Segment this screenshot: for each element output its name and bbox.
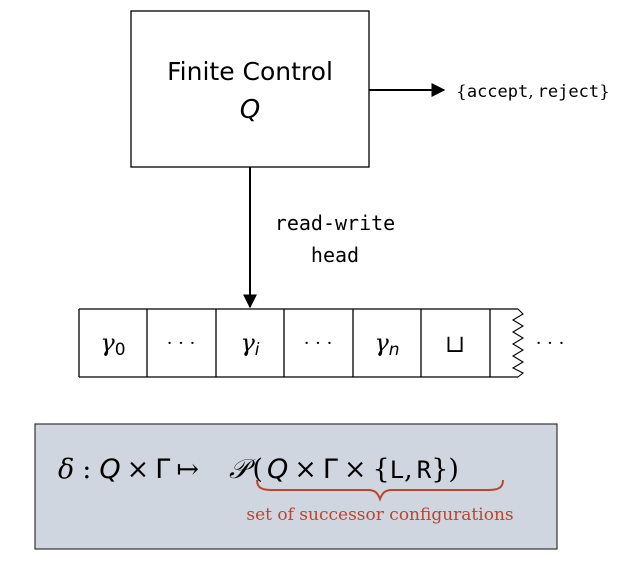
tape-cell-2-symbol: γ xyxy=(240,329,255,357)
tape-cell-3: · · · xyxy=(304,333,333,354)
direction-set-open: { xyxy=(373,454,390,485)
tape-cell-4: γn xyxy=(374,329,399,360)
delta-symbol: δ xyxy=(58,454,74,485)
finite-control-box xyxy=(130,10,370,168)
tape-cell-4-symbol: γ xyxy=(374,329,389,357)
tape-continuation: · · · xyxy=(536,333,565,354)
direction-left: L xyxy=(390,456,404,484)
annotation-underbrace xyxy=(256,479,504,502)
colon-symbol: : xyxy=(82,454,91,485)
state-set-symbol-2: Q xyxy=(267,454,288,485)
transition-box xyxy=(34,423,558,550)
tape-cell-3-symbol: · · · xyxy=(304,333,333,354)
tape-torn-edge xyxy=(511,308,525,378)
open-paren: ( xyxy=(252,454,263,485)
tape: γ0 · · · γi · · · γn ⊔ · · · xyxy=(78,308,565,378)
close-paren: ) xyxy=(448,454,459,485)
tape-cell-0: γ0 xyxy=(100,329,125,360)
tape-alphabet-symbol-2: Γ xyxy=(323,454,338,485)
direction-comma: , xyxy=(404,454,413,485)
tape-alphabet-symbol: Γ xyxy=(155,454,170,485)
output-set: {accept,reject} xyxy=(456,82,610,102)
tape-cell-1-symbol: · · · xyxy=(167,333,196,354)
finite-control: Finite Control Q xyxy=(130,10,370,168)
tape-cell-2: γi xyxy=(240,329,259,360)
head-label-line1: read-write xyxy=(275,211,395,235)
tape-cell-2-subscript: i xyxy=(255,340,260,360)
tape-cell-1: · · · xyxy=(167,333,196,354)
tape-cell-4-subscript: n xyxy=(389,340,400,360)
finite-control-title: Finite Control xyxy=(167,57,333,86)
head-label-line2: head xyxy=(311,243,359,267)
direction-set-close: } xyxy=(431,454,448,485)
times-symbol-2: × xyxy=(294,454,317,485)
finite-control-state-symbol: Q xyxy=(240,95,260,125)
tape-cell-5: ⊔ xyxy=(445,330,465,358)
state-set-symbol: Q xyxy=(99,454,120,485)
output-comma: , xyxy=(528,82,533,102)
tape-cell-5-symbol: ⊔ xyxy=(445,330,465,358)
times-symbol: × xyxy=(127,454,150,485)
mapsto-symbol: ↦ xyxy=(176,454,199,485)
tape-cell-0-symbol: γ xyxy=(100,329,115,357)
output-close-brace: } xyxy=(599,82,610,102)
transition-function: δ:Q×Γ↦𝒫(Q×Γ×{L,R}) set of successor conf… xyxy=(34,423,558,550)
direction-right: R xyxy=(417,456,432,484)
tape-cell-0-subscript: 0 xyxy=(115,340,126,360)
annotation-text: set of successor configurations xyxy=(246,505,513,525)
output-accept: accept xyxy=(467,82,528,102)
times-symbol-3: × xyxy=(344,454,367,485)
transition-formula: δ:Q×Γ↦𝒫(Q×Γ×{L,R}) xyxy=(58,454,459,485)
output-reject: reject xyxy=(538,82,599,102)
output-open-brace: { xyxy=(456,82,467,102)
